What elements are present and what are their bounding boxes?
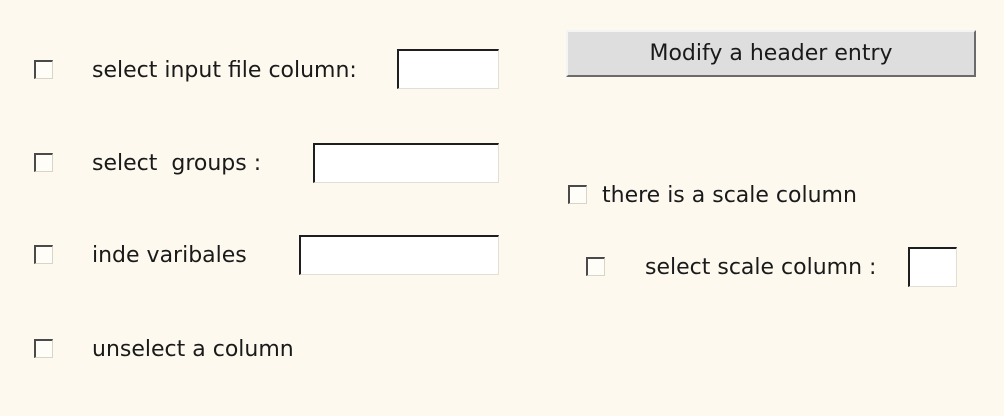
scale-column-checkbox-label: there is a scale column bbox=[602, 183, 857, 208]
modify-header-entry-button[interactable]: Modify a header entry bbox=[566, 30, 976, 77]
unselect-column-checkbox[interactable] bbox=[34, 339, 53, 358]
select-groups-label: select groups : bbox=[92, 151, 262, 176]
inde-variables-label: inde varibales bbox=[92, 243, 247, 268]
select-scale-column-checkbox[interactable] bbox=[586, 257, 605, 276]
select-input-file-column-checkbox[interactable] bbox=[34, 60, 53, 79]
scale-column-checkbox[interactable] bbox=[568, 185, 587, 204]
select-scale-column-input[interactable] bbox=[908, 247, 957, 287]
inde-variables-checkbox[interactable] bbox=[34, 245, 53, 264]
select-input-file-column-label: select input file column: bbox=[92, 58, 357, 83]
inde-variables-input[interactable] bbox=[299, 235, 499, 275]
select-input-file-column-input[interactable] bbox=[397, 49, 499, 89]
select-groups-input[interactable] bbox=[313, 143, 499, 183]
unselect-column-label: unselect a column bbox=[92, 337, 294, 362]
select-scale-column-label: select scale column : bbox=[645, 255, 877, 280]
select-groups-checkbox[interactable] bbox=[34, 153, 53, 172]
